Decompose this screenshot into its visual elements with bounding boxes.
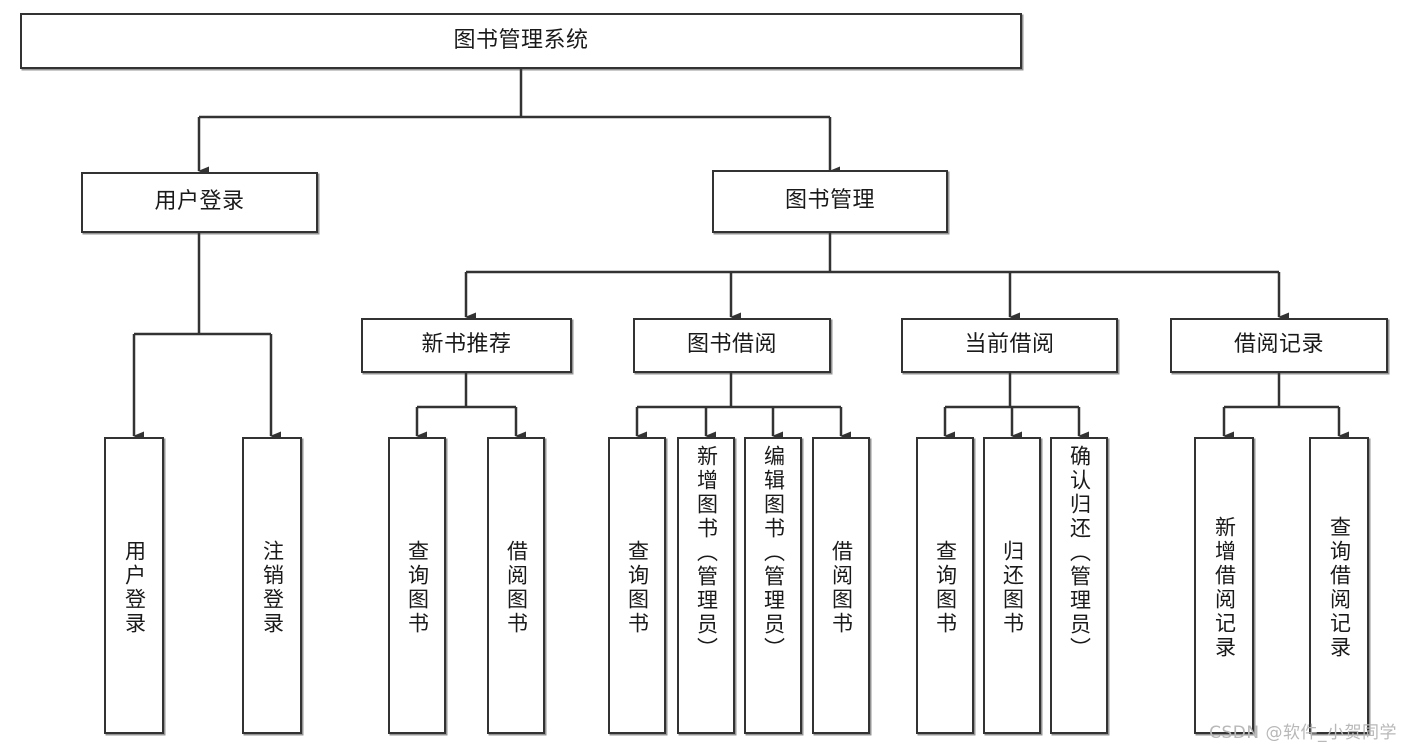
node-leaf-return-book[interactable]: 归还图书: [983, 437, 1041, 734]
node-leaf-borrow-book-2[interactable]: 借阅图书: [812, 437, 870, 734]
node-current-borrow[interactable]: 当前借阅: [901, 318, 1118, 373]
node-root-system-label: 图书管理系统: [453, 27, 589, 53]
node-leaf-borrow-book-1[interactable]: 借阅图书: [487, 437, 545, 734]
node-book-manage-label: 图书管理: [784, 188, 875, 214]
node-new-book-rec-label: 新书推荐: [421, 332, 512, 358]
node-leaf-user-login-label: 用户登录: [122, 539, 147, 636]
node-user-login[interactable]: 用户登录: [81, 172, 318, 233]
node-user-login-label: 用户登录: [154, 189, 245, 215]
node-leaf-add-record[interactable]: 新增借阅记录: [1194, 437, 1254, 734]
node-current-borrow-label: 当前借阅: [964, 332, 1055, 358]
node-leaf-query-book-1-label: 查询图书: [405, 539, 430, 636]
node-borrow-record-label: 借阅记录: [1233, 332, 1324, 358]
node-book-manage[interactable]: 图书管理: [712, 170, 948, 233]
node-leaf-user-logout[interactable]: 注销登录: [242, 437, 302, 734]
node-leaf-query-book-1[interactable]: 查询图书: [388, 437, 446, 734]
node-leaf-add-book-label: 新增图书（管理员）: [694, 445, 719, 661]
node-leaf-query-book-2[interactable]: 查询图书: [608, 437, 666, 734]
connector-lines: [132, 69, 1349, 441]
node-leaf-user-logout-label: 注销登录: [260, 539, 285, 636]
node-leaf-query-record[interactable]: 查询借阅记录: [1309, 437, 1369, 734]
node-leaf-add-book[interactable]: 新增图书（管理员）: [677, 437, 735, 734]
node-leaf-add-record-label: 新增借阅记录: [1212, 515, 1237, 660]
node-book-borrow[interactable]: 图书借阅: [633, 318, 831, 373]
node-root-system[interactable]: 图书管理系统: [20, 13, 1022, 69]
node-borrow-record[interactable]: 借阅记录: [1170, 318, 1388, 373]
node-leaf-borrow-book-1-label: 借阅图书: [504, 539, 529, 636]
node-leaf-query-book-3[interactable]: 查询图书: [916, 437, 974, 734]
node-leaf-confirm-return-label: 确认归还（管理员）: [1067, 445, 1092, 661]
node-leaf-query-book-3-label: 查询图书: [933, 539, 958, 636]
node-leaf-return-book-label: 归还图书: [1000, 539, 1025, 636]
node-leaf-confirm-return[interactable]: 确认归还（管理员）: [1050, 437, 1108, 734]
watermark-label: CSDN @软件_小贺同学: [1209, 723, 1397, 743]
node-leaf-query-book-2-label: 查询图书: [625, 539, 650, 636]
node-leaf-edit-book-label: 编辑图书（管理员）: [761, 445, 786, 661]
node-leaf-query-record-label: 查询借阅记录: [1327, 515, 1352, 660]
node-leaf-edit-book[interactable]: 编辑图书（管理员）: [744, 437, 802, 734]
node-leaf-borrow-book-2-label: 借阅图书: [829, 539, 854, 636]
node-book-borrow-label: 图书借阅: [686, 332, 777, 358]
node-leaf-user-login[interactable]: 用户登录: [104, 437, 164, 734]
node-new-book-rec[interactable]: 新书推荐: [361, 318, 572, 373]
